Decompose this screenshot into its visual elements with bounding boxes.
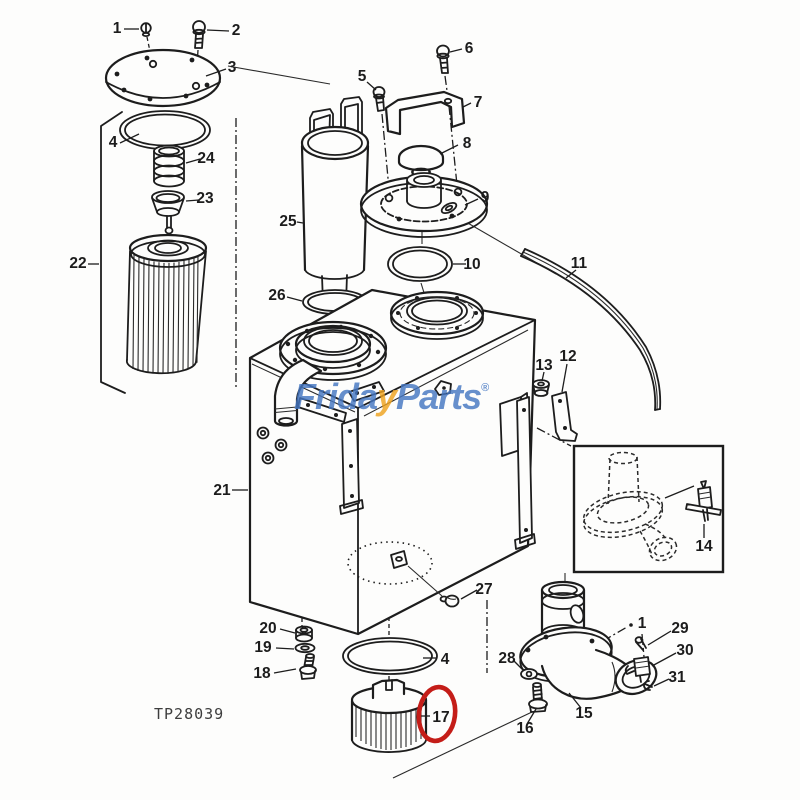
registered-mark: ® xyxy=(481,382,490,394)
part-label-4: 4 xyxy=(109,134,118,151)
bolt-18 xyxy=(299,653,317,680)
part-label-21: 21 xyxy=(213,482,231,499)
strap-12 xyxy=(551,391,578,442)
nut-20 xyxy=(295,625,313,643)
bolt-16 xyxy=(528,682,548,713)
part-label-11: 11 xyxy=(571,255,588,272)
o-ring-4-bottom xyxy=(342,637,438,675)
hydraulic-tank-21 xyxy=(248,288,537,636)
bolt-6 xyxy=(436,44,450,74)
watermark-text-suffix: Parts xyxy=(396,376,482,417)
strainer-17 xyxy=(350,678,428,753)
watermark-text-accent: y xyxy=(377,376,397,417)
part-label-1: 1 xyxy=(113,20,122,37)
bolt-2 xyxy=(192,20,206,49)
suction-tube-25 xyxy=(300,96,370,304)
part-label-4b: 4 xyxy=(441,651,450,668)
part-label-20: 20 xyxy=(259,620,276,637)
dipstick-tube-11 xyxy=(520,248,662,411)
part-label-8: 8 xyxy=(463,135,472,152)
fitting-30 xyxy=(624,656,651,683)
fastener-1 xyxy=(140,22,152,38)
filter-element xyxy=(126,233,208,375)
leader-lines xyxy=(88,28,705,725)
bolt-5 xyxy=(372,86,386,112)
part-label-9: 9 xyxy=(481,189,490,206)
washer-28 xyxy=(520,668,538,680)
detail-inset-14 xyxy=(572,444,725,574)
part-label-27: 27 xyxy=(475,581,492,598)
part-label-29: 29 xyxy=(671,620,689,637)
drawing-code: TP28039 xyxy=(154,705,225,723)
part-label-7: 7 xyxy=(474,94,483,111)
part-label-31: 31 xyxy=(668,669,686,686)
part-label-1b: 1 xyxy=(638,615,647,632)
part-label-5: 5 xyxy=(358,68,367,85)
highlight-ellipse xyxy=(416,684,458,744)
spring-24 xyxy=(153,144,185,188)
watermark-text-prefix: Frida xyxy=(294,376,378,417)
cover-plate-3 xyxy=(104,48,222,108)
part-label-17: 17 xyxy=(432,709,449,726)
part-label-19: 19 xyxy=(254,639,272,656)
pump-flange-9 xyxy=(359,172,489,238)
part-label-2: 2 xyxy=(232,22,241,39)
bracket-22 xyxy=(100,111,126,394)
part-label-16: 16 xyxy=(516,720,534,737)
part-label-24: 24 xyxy=(197,150,215,167)
part-label-28: 28 xyxy=(498,650,516,667)
part-label-12: 12 xyxy=(559,348,576,365)
part-label-26: 26 xyxy=(268,287,286,304)
part-label-6: 6 xyxy=(465,40,474,57)
part-label-23: 23 xyxy=(196,190,214,207)
part-label-10: 10 xyxy=(463,256,480,273)
part-label-30: 30 xyxy=(676,642,693,659)
part-label-15: 15 xyxy=(575,705,593,722)
part-label-13: 13 xyxy=(535,357,553,374)
part-label-3: 3 xyxy=(228,59,237,76)
fridayparts-watermark: FridayParts® xyxy=(294,376,489,418)
o-ring-4-top xyxy=(119,110,211,150)
part-label-18: 18 xyxy=(253,665,271,682)
part-labels: 1 2 3 4 24 23 22 25 26 5 6 7 8 9 10 11 1… xyxy=(69,20,713,737)
part-label-22: 22 xyxy=(69,255,86,272)
clip-31 xyxy=(643,680,653,691)
part-label-25: 25 xyxy=(279,213,297,230)
tank-fittings xyxy=(256,426,288,465)
clip-29 xyxy=(634,636,647,651)
grommet-13 xyxy=(532,379,550,397)
ghost-valve xyxy=(582,451,678,562)
o-ring-10 xyxy=(387,246,453,282)
clamp-bracket-7 xyxy=(384,90,466,136)
drain-plug-27 xyxy=(439,594,460,608)
part-label-14: 14 xyxy=(695,538,713,555)
washer-19 xyxy=(294,642,316,654)
cup-23 xyxy=(151,190,185,235)
fitting-14 xyxy=(685,480,722,522)
